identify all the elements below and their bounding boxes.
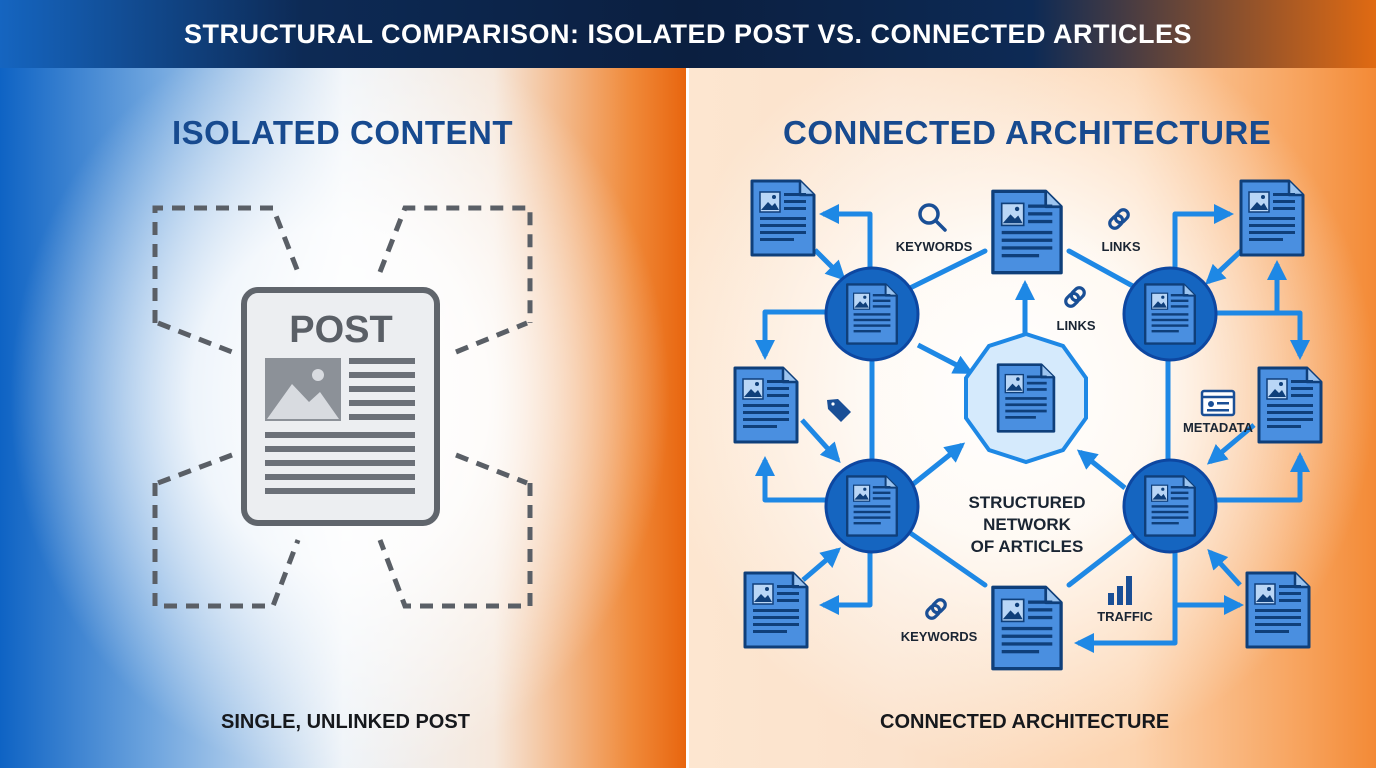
document-icon	[991, 189, 1063, 275]
link-icon	[1062, 284, 1088, 310]
network-caption-line: OF ARTICLES	[971, 537, 1084, 556]
circle-node	[824, 458, 920, 554]
document-icon	[1257, 366, 1323, 444]
flow-arrows	[755, 204, 1310, 653]
title-bar: STRUCTURAL COMPARISON: ISOLATED POST VS.…	[0, 0, 1376, 68]
network-caption-line: STRUCTURED	[968, 493, 1085, 512]
link-icon	[923, 596, 949, 622]
connection-lines	[869, 248, 1171, 588]
connected-heading: CONNECTED ARCHITECTURE	[783, 114, 1272, 151]
isolated-heading: ISOLATED CONTENT	[172, 114, 514, 151]
document-icon	[991, 585, 1063, 671]
isolated-caption: SINGLE, UNLINKED POST	[221, 711, 470, 733]
network-caption-line: NETWORK	[983, 515, 1072, 534]
central-hub	[964, 331, 1088, 465]
link-icon	[1106, 206, 1132, 232]
document-icon	[1239, 179, 1305, 257]
document-icon	[733, 366, 799, 444]
traffic-label: TRAFFIC	[1097, 609, 1153, 624]
document-icon	[750, 179, 816, 257]
circle-node	[1122, 266, 1218, 362]
circle-node	[1122, 458, 1218, 554]
network-caption: STRUCTURED NETWORK OF ARTICLES	[968, 493, 1085, 556]
metadata-card-icon	[1200, 389, 1236, 417]
connected-caption: CONNECTED ARCHITECTURE	[880, 711, 1170, 733]
panel-divider	[686, 68, 689, 768]
links-label: LINKS	[1102, 239, 1141, 254]
post-document	[241, 287, 440, 526]
search-icon	[918, 203, 947, 232]
document-icon	[1245, 571, 1311, 649]
metadata-label: METADATA	[1183, 420, 1254, 435]
tag-icon	[827, 399, 851, 422]
links-label: LINKS	[1057, 318, 1096, 333]
document-icon	[743, 571, 809, 649]
page-title: STRUCTURAL COMPARISON: ISOLATED POST VS.…	[183, 18, 1193, 49]
bar-chart-icon	[1108, 576, 1132, 605]
keywords-label: KEYWORDS	[896, 239, 973, 254]
dashed-frame	[152, 205, 533, 609]
post-label: POST	[289, 309, 392, 351]
circle-node	[824, 266, 920, 362]
keywords-label: KEYWORDS	[901, 629, 978, 644]
